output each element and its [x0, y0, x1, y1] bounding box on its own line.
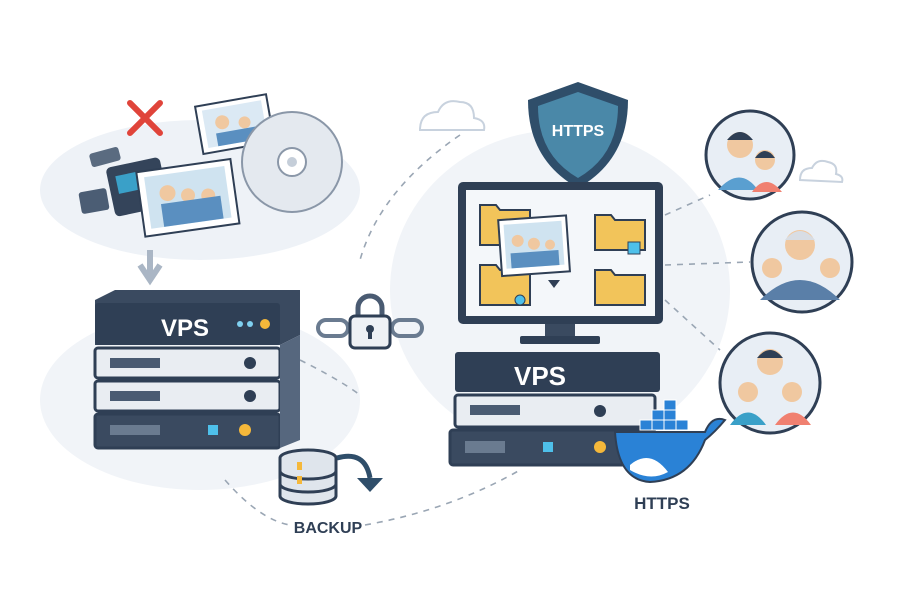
left-server-stack: VPS	[93, 290, 300, 450]
usb-drive-icon	[78, 188, 110, 214]
user-avatar-couple	[704, 109, 796, 201]
monitor	[458, 182, 663, 344]
folder-icon	[594, 214, 646, 251]
server-unit	[93, 379, 282, 413]
cd-disc-icon	[241, 111, 343, 213]
server-unit	[93, 412, 282, 450]
user-avatar-family	[718, 331, 822, 435]
right-server-label: VPS	[514, 361, 566, 391]
shield-label: HTTPS	[552, 123, 605, 140]
backup-database-icon	[278, 448, 383, 506]
red-x-icon	[127, 100, 163, 136]
old-media-cluster	[78, 93, 343, 238]
server-unit	[453, 393, 657, 429]
docker-whale-icon	[613, 399, 727, 484]
folder-icon	[594, 269, 646, 306]
family-photo	[497, 214, 571, 278]
backup-label: BACKUP	[294, 520, 363, 537]
left-server-label: VPS	[161, 315, 209, 342]
padlock-chain-icon	[316, 293, 424, 350]
user-avatar-grandparents	[750, 210, 854, 314]
usb-drive-icon	[89, 147, 121, 167]
cloud-icon	[418, 100, 844, 184]
down-arrow-icon	[137, 250, 163, 286]
https-shield-icon: HTTPS	[528, 82, 628, 188]
server-unit	[93, 346, 282, 380]
docker-https-label: HTTPS	[634, 494, 690, 513]
connection-lines	[224, 134, 751, 526]
family-photo	[135, 157, 241, 238]
right-server-stack: VPS	[448, 352, 660, 467]
